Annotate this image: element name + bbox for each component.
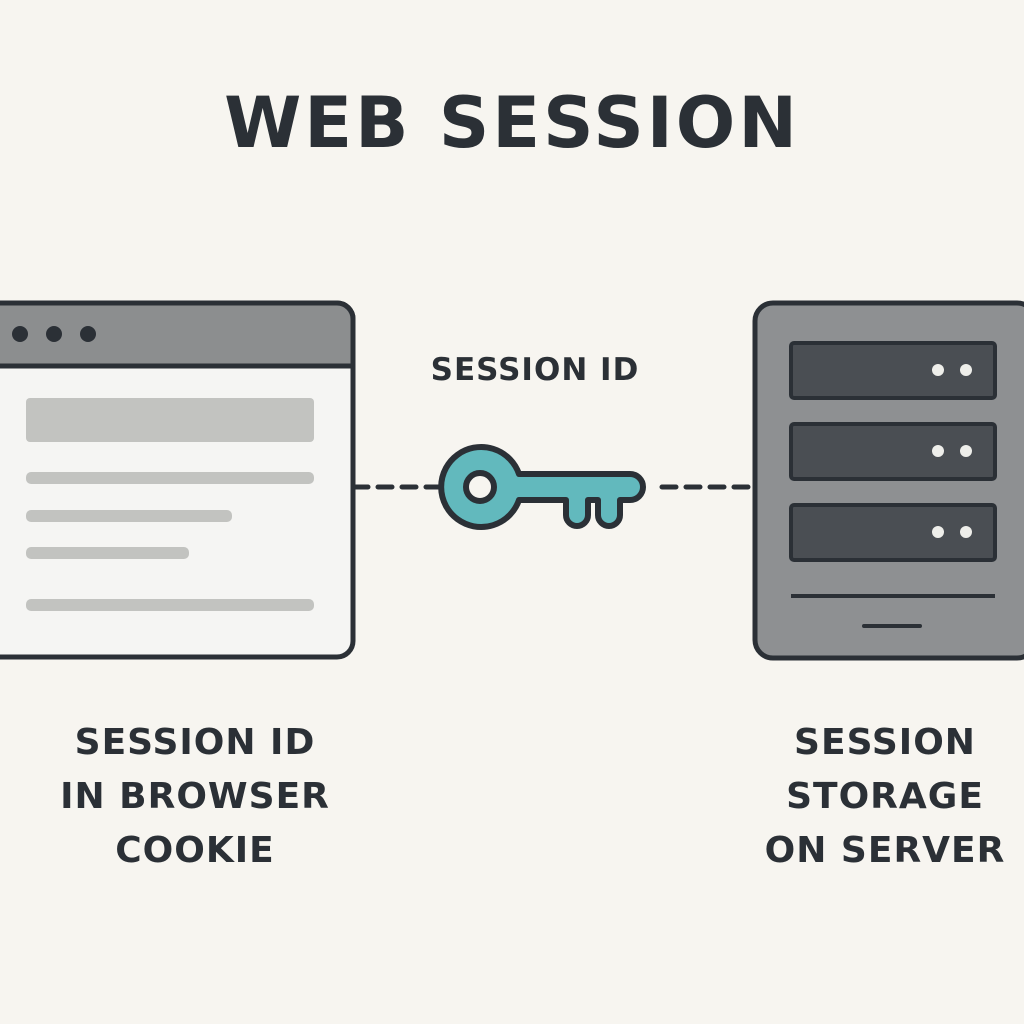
caption-line: SESSION (794, 722, 976, 763)
caption-line: IN BROWSER (60, 776, 330, 817)
diagram-title: WEB SESSION (224, 82, 800, 164)
connector-label: SESSION ID (430, 352, 640, 388)
browser-caption: SESSION ID IN BROWSER COOKIE (20, 716, 370, 878)
server-rack-icon (752, 300, 1024, 661)
caption-line: ON SERVER (764, 830, 1006, 871)
caption-line: COOKIE (115, 830, 275, 871)
caption-line: SESSION ID (74, 722, 316, 763)
caption-line: STORAGE (786, 776, 984, 817)
browser-window-icon (0, 300, 356, 660)
server-caption: SESSION STORAGE ON SERVER (730, 716, 1024, 878)
key-icon (438, 444, 646, 530)
